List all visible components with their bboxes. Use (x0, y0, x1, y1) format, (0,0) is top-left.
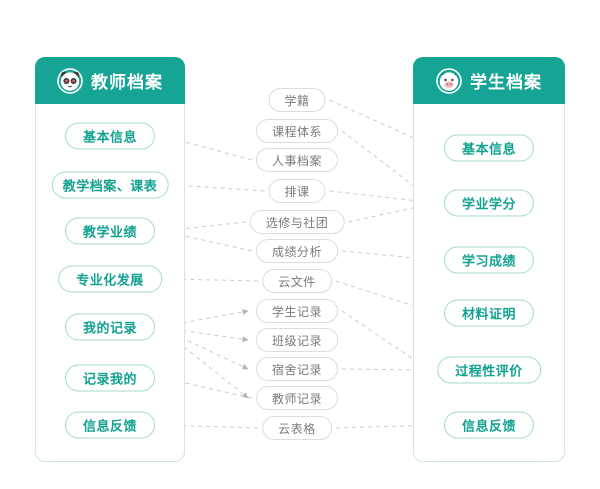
teacher-item-records-of-me[interactable]: 记录我的 (64, 364, 156, 392)
student-item-process-evaluation[interactable]: 过程性评价 (437, 356, 541, 384)
teacher-item-feedback[interactable]: 信息反馈 (64, 411, 156, 439)
teacher-item-teaching-performance[interactable]: 教学业绩 (64, 217, 156, 245)
teacher-archive-panel: 教师档案 (35, 57, 185, 462)
middle-item-electives-clubs[interactable]: 选修与社团 (249, 210, 345, 234)
student-item-feedback[interactable]: 信息反馈 (443, 411, 535, 439)
middle-item-scheduling[interactable]: 排课 (268, 179, 326, 203)
middle-item-class-records[interactable]: 班级记录 (255, 328, 339, 352)
teacher-item-my-records[interactable]: 我的记录 (64, 313, 156, 341)
middle-item-student-status[interactable]: 学籍 (268, 88, 326, 112)
student-archive-panel: 学生档案 (413, 57, 565, 462)
teacher-archive-title: 教师档案 (91, 73, 163, 92)
middle-item-student-records[interactable]: 学生记录 (255, 299, 339, 323)
student-archive-title: 学生档案 (470, 73, 542, 92)
student-item-study-scores[interactable]: 学习成绩 (443, 246, 535, 274)
middle-item-hr-archive[interactable]: 人事档案 (255, 148, 339, 172)
connector-line (175, 182, 265, 192)
teacher-archive-header: 教师档案 (35, 57, 185, 104)
middle-item-cloud-forms[interactable]: 云表格 (262, 416, 332, 440)
teacher-item-teaching-archive-timetable[interactable]: 教学档案、课表 (51, 171, 169, 199)
middle-item-score-analysis[interactable]: 成绩分析 (255, 239, 339, 263)
middle-item-curriculum-system[interactable]: 课程体系 (255, 119, 339, 143)
middle-item-teacher-records[interactable]: 教师记录 (255, 386, 339, 410)
panda-mascot-icon (57, 67, 83, 94)
student-item-basic-info[interactable]: 基本信息 (443, 134, 535, 162)
middle-item-dormitory-records[interactable]: 宿舍记录 (255, 357, 339, 381)
middle-item-cloud-files[interactable]: 云文件 (262, 269, 332, 293)
student-archive-header: 学生档案 (413, 57, 565, 104)
calf-mascot-icon (436, 67, 462, 94)
teacher-item-basic-info[interactable]: 基本信息 (64, 122, 156, 150)
teacher-item-professional-development[interactable]: 专业化发展 (58, 265, 162, 293)
student-item-material-certificates[interactable]: 材料证明 (443, 299, 535, 327)
student-item-academic-credits[interactable]: 学业学分 (443, 189, 535, 217)
